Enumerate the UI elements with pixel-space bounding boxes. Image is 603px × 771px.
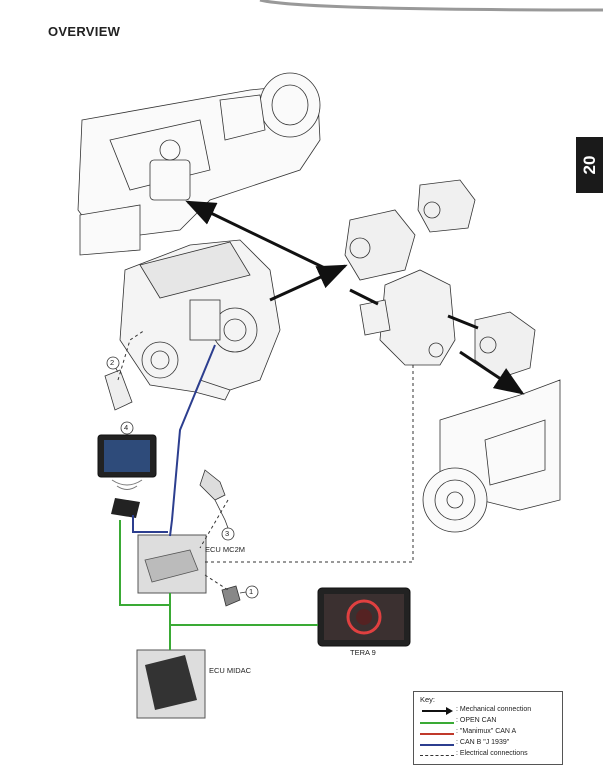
callout-3-circle — [221, 527, 235, 541]
key-title: Key: — [420, 695, 436, 704]
ecu-mc2m-drawing — [137, 534, 207, 594]
callout-2-circle — [106, 356, 120, 370]
key-label-open-can: : OPEN CAN — [456, 717, 497, 724]
remote-module-drawing — [111, 498, 140, 518]
key-label-manimux: : "Manimux" CAN A — [456, 728, 517, 735]
ecu-midac-label: ECU MIDAC — [209, 666, 252, 675]
mechanical-arrow-engine-to-front-axle — [185, 200, 336, 275]
accelerator-pedal-drawing — [104, 361, 133, 411]
ecu-mc2m-label: ECU MC2M — [205, 545, 246, 554]
page-border-curve — [259, 0, 603, 12]
key-row-manimux: : "Manimux" CAN A — [420, 728, 560, 738]
key-row-can-b: : CAN B "J 1939" — [420, 739, 560, 749]
rear-axle-drawing — [422, 379, 561, 533]
mechanical-arrow-engine-to-pump — [269, 264, 348, 302]
key-label-electrical: : Electrical connections — [456, 750, 528, 757]
key-legend: Key: : Mechanical connection : OPEN CAN … — [413, 691, 563, 765]
callout-1-label: 1 — [249, 587, 254, 596]
mechanical-link-transmission-motor — [447, 314, 479, 330]
front-axle-drawing — [77, 72, 321, 256]
transmission-drawing — [359, 269, 456, 366]
can-b-line-remote-to-ecu — [132, 515, 168, 533]
key-row-mechanical: : Mechanical connection — [420, 706, 560, 716]
sensor-harness-drawing — [199, 469, 229, 529]
key-label-mechanical: : Mechanical connection — [456, 706, 532, 713]
open-can-line-remote — [119, 520, 170, 606]
electrical-line-pedal — [117, 329, 146, 381]
callout-4-circle — [120, 421, 134, 435]
key-row-open-can: : OPEN CAN — [420, 717, 560, 727]
hydraulic-motor-drawing — [474, 311, 536, 379]
electrical-line-ecu-to-sensor1 — [204, 574, 229, 591]
ecu-midac-drawing — [136, 649, 206, 719]
mechanical-arrow-transmission-to-rear-axle — [459, 350, 525, 395]
callout-4-label: 4 — [124, 423, 129, 432]
can-b-line-engine-to-ecu — [169, 344, 216, 537]
tablet-drawing — [97, 434, 157, 490]
engine-drawing — [119, 239, 281, 401]
key-label-can-b: : CAN B "J 1939" — [456, 739, 510, 746]
mechanical-link-pump-transmission — [349, 288, 379, 306]
section-tab[interactable]: 20 — [576, 137, 603, 193]
page-title: OVERVIEW — [48, 24, 121, 39]
key-row-electrical: : Electrical connections — [420, 750, 560, 760]
sensor-drawing — [221, 585, 241, 607]
tera9-display-drawing — [317, 587, 411, 647]
electrical-line-transmission-to-ecu — [205, 365, 414, 563]
hydraulic-pumps-drawing — [344, 179, 476, 281]
callout-3-label: 3 — [225, 529, 230, 538]
callout-2-label: 2 — [110, 358, 115, 367]
tera9-label: TERA 9 — [350, 648, 376, 657]
